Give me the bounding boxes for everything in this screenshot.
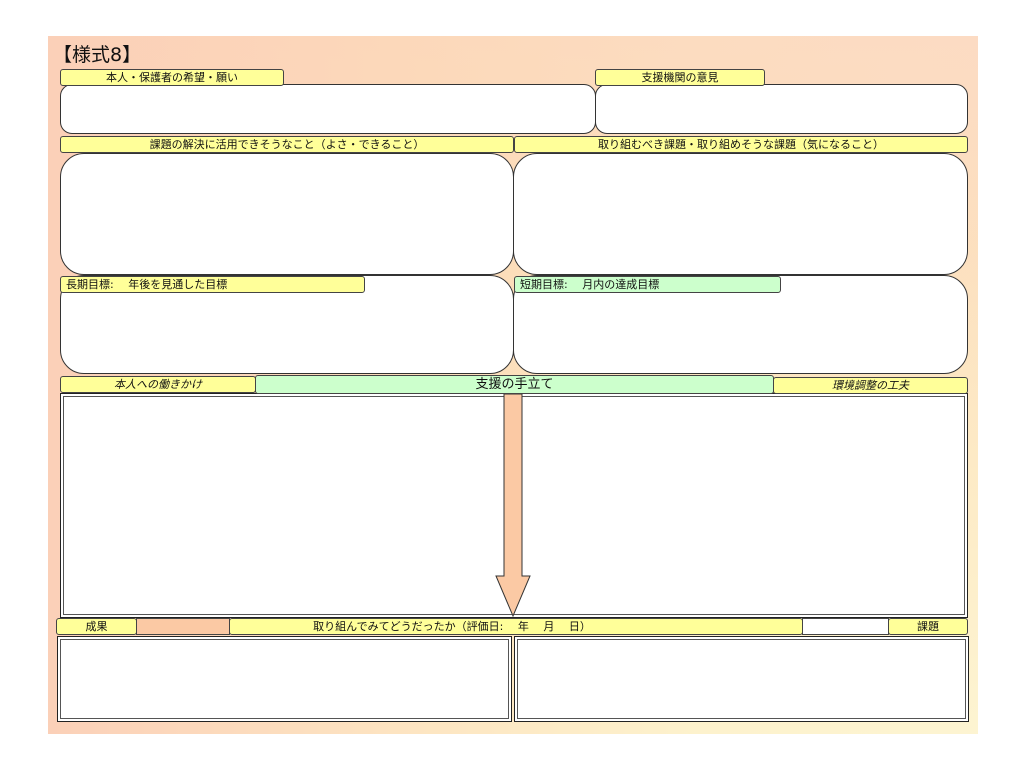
agency-opinion-field[interactable] — [595, 84, 968, 134]
wishes-field[interactable] — [60, 84, 596, 134]
long-term-goal-label: 長期目標: 年後を見通した目標 — [60, 276, 365, 293]
issue-value-field[interactable] — [802, 618, 889, 635]
support-environment-label: 環境調整の工夫 — [773, 377, 968, 394]
issues-label: 取り組むべき課題・取り組めそうな課題（気になること） — [514, 136, 968, 153]
result-label: 成果 — [56, 618, 137, 635]
strengths-label: 課題の解決に活用できそうなこと（よさ・できること） — [60, 136, 514, 153]
evaluation-label: 取り組んでみてどうだったか（評価日: 年 月 日） — [229, 618, 803, 635]
evaluation-right-field[interactable] — [514, 636, 969, 722]
evaluation-left-field[interactable] — [57, 636, 512, 722]
evaluation-label-text: 取り組んでみてどうだったか（評価日: 年 月 日） — [313, 620, 591, 633]
issues-field[interactable] — [513, 153, 968, 275]
support-plan-label: 支援の手立て — [255, 375, 774, 394]
strengths-field[interactable] — [60, 153, 514, 275]
short-term-goal-label: 短期目標: 月内の達成目標 — [514, 276, 781, 293]
wishes-label: 本人・保護者の希望・願い — [60, 69, 284, 86]
agency-opinion-label: 支援機関の意見 — [595, 69, 765, 86]
issue-label: 課題 — [888, 618, 968, 635]
arrow-down-icon — [495, 394, 531, 618]
result-value-field[interactable] — [136, 618, 230, 635]
support-self-label: 本人への働きかけ — [60, 376, 256, 393]
form-title: 【様式8】 — [53, 44, 142, 66]
